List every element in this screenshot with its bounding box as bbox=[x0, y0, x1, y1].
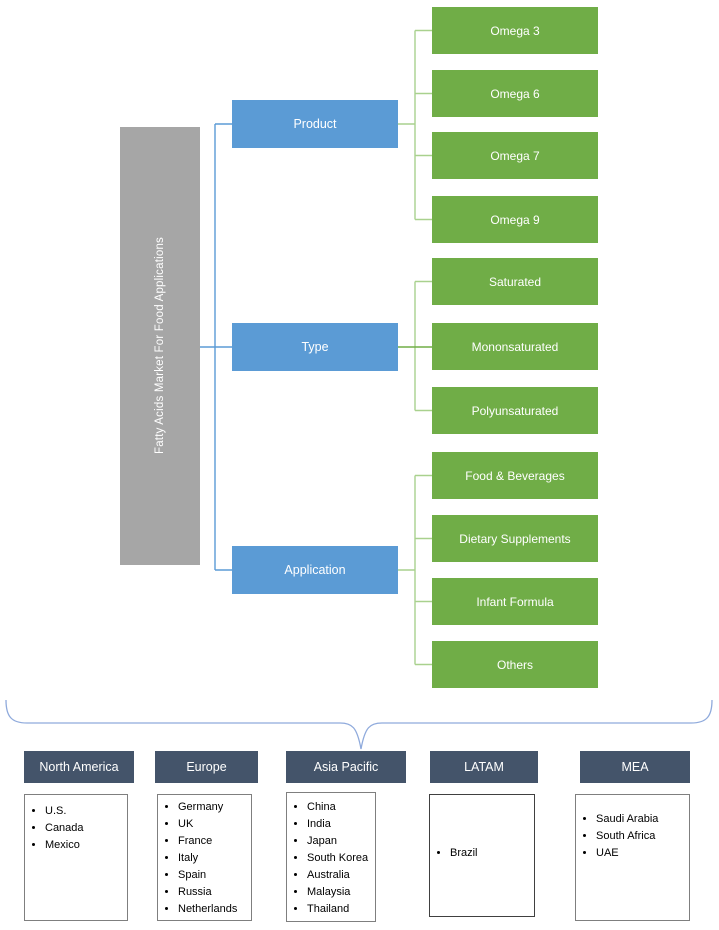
leaf-dietary-supplements: Dietary Supplements bbox=[432, 515, 598, 562]
region-header-label: MEA bbox=[621, 760, 649, 774]
region-header-label: Europe bbox=[186, 760, 227, 774]
country-item: Germany bbox=[178, 801, 249, 813]
country-item: Thailand bbox=[307, 903, 373, 915]
leaf-label: Food & Beverages bbox=[465, 468, 565, 483]
leaf-label: Omega 7 bbox=[490, 148, 540, 163]
branch-application: Application bbox=[232, 546, 398, 594]
branch-product-label: Product bbox=[293, 117, 337, 131]
leaf-label: Polyunsaturated bbox=[471, 403, 559, 418]
root-node: Fatty Acids Market For Food Applications bbox=[120, 127, 200, 565]
country-item: South Korea bbox=[307, 852, 373, 864]
leaf-others: Others bbox=[432, 641, 598, 688]
leaf-label: Omega 9 bbox=[490, 212, 540, 227]
country-item: South Africa bbox=[596, 830, 687, 842]
leaf-label: Dietary Supplements bbox=[459, 531, 571, 546]
country-item: Malaysia bbox=[307, 886, 373, 898]
leaf-label: Mononsaturated bbox=[471, 339, 559, 354]
leaf-omega-9: Omega 9 bbox=[432, 196, 598, 243]
country-item: France bbox=[178, 835, 249, 847]
region-list-asia-pacific: China India Japan South Korea Australia … bbox=[286, 792, 376, 922]
branch-type-label: Type bbox=[301, 340, 329, 354]
country-item: Italy bbox=[178, 852, 249, 864]
branch-application-label: Application bbox=[284, 563, 346, 577]
leaf-saturated: Saturated bbox=[432, 258, 598, 305]
country-item: Japan bbox=[307, 835, 373, 847]
branch-type: Type bbox=[232, 323, 398, 371]
leaf-label: Others bbox=[496, 657, 533, 672]
country-item: India bbox=[307, 818, 373, 830]
country-item: Russia bbox=[178, 886, 249, 898]
leaf-omega-6: Omega 6 bbox=[432, 70, 598, 117]
country-item: China bbox=[307, 801, 373, 813]
region-header-mea: MEA bbox=[580, 751, 690, 783]
region-header-latam: LATAM bbox=[430, 751, 538, 783]
country-item: Spain bbox=[178, 869, 249, 881]
country-item: Saudi Arabia bbox=[596, 813, 687, 825]
region-list-north-america: U.S. Canada Mexico bbox=[24, 794, 128, 921]
region-header-asia-pacific: Asia Pacific bbox=[286, 751, 406, 783]
country-item: Australia bbox=[307, 869, 373, 881]
region-list-mea: Saudi Arabia South Africa UAE bbox=[575, 794, 690, 921]
leaf-infant-formula: Infant Formula bbox=[432, 578, 598, 625]
country-item: Mexico bbox=[45, 839, 125, 851]
leaf-polyunsaturated: Polyunsaturated bbox=[432, 387, 598, 434]
leaf-omega-7: Omega 7 bbox=[432, 132, 598, 179]
country-item: Brazil bbox=[450, 847, 478, 859]
region-list-europe: Germany UK France Italy Spain Russia Net… bbox=[157, 794, 252, 921]
leaf-label: Saturated bbox=[488, 274, 542, 289]
region-header-label: Asia Pacific bbox=[313, 760, 379, 774]
region-header-north-america: North America bbox=[24, 751, 134, 783]
country-item: Netherlands bbox=[178, 903, 249, 915]
region-list-latam: Brazil bbox=[429, 794, 535, 917]
root-node-label: Fatty Acids Market For Food Applications bbox=[154, 237, 166, 455]
country-item: Canada bbox=[45, 822, 125, 834]
leaf-mononsaturated: Mononsaturated bbox=[432, 323, 598, 370]
region-header-europe: Europe bbox=[155, 751, 258, 783]
branch-product: Product bbox=[232, 100, 398, 148]
leaf-food-beverages: Food & Beverages bbox=[432, 452, 598, 499]
leaf-label: Infant Formula bbox=[476, 594, 554, 609]
leaf-omega-3: Omega 3 bbox=[432, 7, 598, 54]
region-header-label: North America bbox=[39, 760, 119, 774]
country-item: UAE bbox=[596, 847, 687, 859]
region-header-label: LATAM bbox=[464, 760, 504, 774]
leaf-label: Omega 3 bbox=[490, 23, 540, 38]
brace-shape bbox=[5, 699, 713, 750]
leaf-label: Omega 6 bbox=[490, 86, 540, 101]
country-item: U.S. bbox=[45, 805, 125, 817]
country-item: UK bbox=[178, 818, 249, 830]
